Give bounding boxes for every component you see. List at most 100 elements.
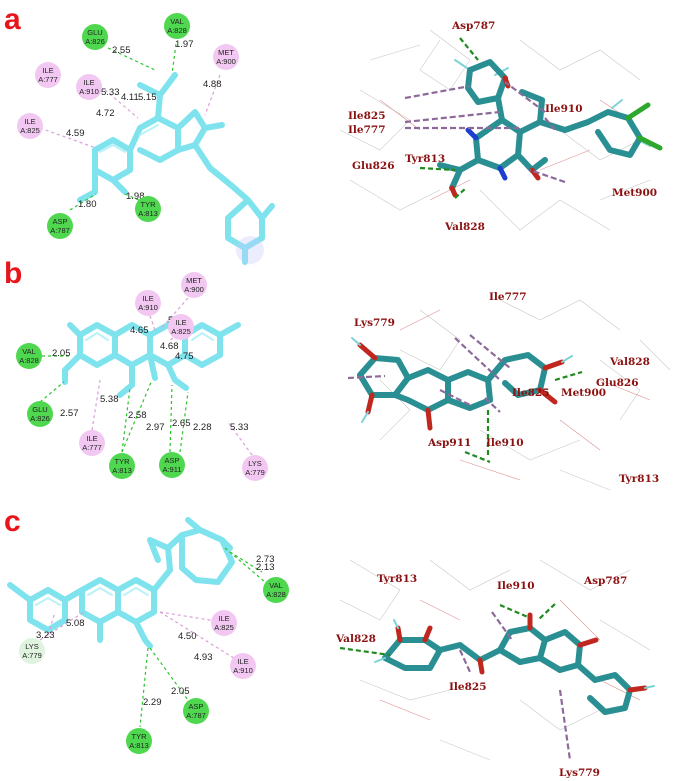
label-3d: Val828: [335, 633, 376, 645]
distance-label: 5.15: [138, 92, 157, 103]
svg-text:A:787: A:787: [50, 226, 70, 235]
distance-label: 3.23: [36, 630, 55, 641]
residue-asp911-b: ASP A:911: [159, 452, 185, 478]
svg-text:LYS: LYS: [248, 459, 262, 468]
residue-lys779-c: LYS A:779: [19, 638, 45, 664]
svg-text:A:777: A:777: [82, 443, 102, 452]
svg-text:ILE: ILE: [218, 614, 229, 623]
svg-text:A:828: A:828: [266, 590, 286, 599]
distance-label: 4.88: [203, 79, 222, 90]
residues-2d-c: VAL A:828 LYS A:779 ILE A:825 ILE A:910 …: [19, 577, 289, 754]
distance-label: 4.11: [121, 92, 139, 103]
distance-label: 2.13: [256, 562, 275, 573]
residue-ile777-a: ILE A:777: [35, 62, 61, 88]
svg-text:MET: MET: [218, 48, 234, 57]
distances-c: 2.73 2.13 3.23 5.08 4.50 4.93 2.05 2.29: [36, 554, 275, 708]
panel-label-c: c: [4, 505, 21, 538]
distance-label: 2.05: [171, 686, 190, 697]
distance-label: 4.59: [66, 128, 85, 139]
label-3d: Asp787: [451, 20, 495, 32]
svg-text:A:911: A:911: [162, 465, 181, 474]
svg-text:ILE: ILE: [83, 78, 94, 87]
panel-label-b: b: [4, 257, 22, 290]
label-3d: Ile825: [348, 110, 386, 122]
distance-label: 2.65: [172, 418, 191, 429]
svg-text:A:900: A:900: [184, 285, 204, 294]
svg-text:A:910: A:910: [138, 303, 158, 312]
label-3d: Ile910: [497, 580, 535, 592]
interactions-2d-a: [39, 43, 221, 211]
svg-text:A:779: A:779: [245, 468, 265, 477]
label-3d: Glu826: [352, 160, 395, 172]
svg-text:A:910: A:910: [79, 87, 99, 96]
distance-label: 4.65: [130, 325, 149, 336]
svg-text:A:825: A:825: [171, 327, 191, 336]
svg-text:A:813: A:813: [112, 466, 132, 475]
svg-text:GLU: GLU: [87, 28, 102, 37]
distance-label: 2.28: [193, 422, 212, 433]
panel-c: c 2.73 2.13 3.23 5.08 4.50 4.93: [4, 505, 655, 779]
label-3d: Val828: [444, 221, 485, 233]
label-3d: Ile825: [449, 681, 487, 693]
residue-ile910-b: ILE A:910: [135, 290, 161, 316]
svg-text:A:900: A:900: [216, 57, 236, 66]
distance-label: 4.68: [160, 341, 179, 352]
interactions-2d-c: [39, 547, 266, 728]
label-3d: Ile777: [348, 124, 386, 136]
label-3d: Asp787: [583, 575, 627, 587]
svg-text:ILE: ILE: [237, 657, 248, 666]
panel-label-a: a: [4, 3, 21, 36]
svg-text:A:813: A:813: [138, 209, 158, 218]
distance-label: 2.73: [256, 554, 275, 565]
residue-tyr813-a: TYR A:813: [135, 196, 161, 222]
svg-text:A:813: A:813: [129, 741, 149, 750]
svg-text:A:826: A:826: [85, 37, 105, 46]
svg-text:ASP: ASP: [188, 702, 203, 711]
distance-label: 2.05: [52, 348, 71, 359]
svg-text:ILE: ILE: [86, 434, 97, 443]
residue-ile825-c: ILE A:825: [211, 610, 237, 636]
view-3d-a: Asp787 Ile825 Ile777 Ile910 Glu826 Tyr81…: [339, 20, 663, 233]
distance-label: 5.33: [230, 422, 249, 433]
label-3d: Tyr813: [405, 153, 445, 165]
distance-label: 2.55: [112, 45, 131, 56]
residue-asp787-c: ASP A:787: [183, 698, 209, 724]
svg-text:A:828: A:828: [167, 26, 187, 35]
svg-text:A:826: A:826: [30, 414, 50, 423]
svg-text:TYR: TYR: [115, 457, 131, 466]
svg-text:A:828: A:828: [19, 356, 39, 365]
label-3d: Val828: [609, 356, 650, 368]
svg-text:ILE: ILE: [142, 294, 153, 303]
residue-glu826-b: GLU A:826: [27, 401, 53, 427]
distance-label: 4.93: [194, 652, 213, 663]
label-3d: Tyr813: [377, 573, 417, 585]
svg-text:TYR: TYR: [132, 732, 148, 741]
residue-ile910-a: ILE A:910: [76, 74, 102, 100]
svg-text:A:777: A:777: [38, 75, 58, 84]
label-3d: Ile825: [512, 387, 550, 399]
svg-text:VAL: VAL: [269, 581, 283, 590]
residue-val828-a: VAL A:828: [164, 13, 190, 39]
label-3d: Ile910: [486, 437, 524, 449]
residue-ile910-c: ILE A:910: [230, 653, 256, 679]
svg-text:A:825: A:825: [214, 623, 234, 632]
label-3d: Met900: [612, 187, 657, 199]
label-3d: Lys779: [559, 767, 600, 779]
label-3d: Tyr813: [619, 473, 659, 485]
residues-2d-b: MET A:900 ILE A:910 ILE A:825 VAL A:828 …: [16, 272, 268, 481]
residue-ile777-b: ILE A:777: [79, 430, 105, 456]
residue-val828-c: VAL A:828: [263, 577, 289, 603]
panel-b: b 4.65 5.20 4.68 4.75: [4, 257, 671, 491]
svg-text:GLU: GLU: [32, 405, 47, 414]
panel-a: a 2.55 1.97 4.88 5.33: [4, 3, 663, 265]
residue-met900-b: MET A:900: [181, 272, 207, 298]
distance-label: 5.08: [66, 618, 85, 629]
distance-label: 5.33: [101, 87, 120, 98]
residue-tyr813-c: TYR A:813: [126, 728, 152, 754]
svg-text:LYS: LYS: [25, 642, 39, 651]
distance-label: 4.72: [96, 108, 115, 119]
distance-label: 2.57: [60, 408, 79, 419]
ligand-2d-b: [62, 322, 241, 398]
label-3d: Glu826: [596, 377, 639, 389]
residues-2d-a: GLU A:826 VAL A:828 MET A:900 ILE A:777 …: [17, 13, 239, 239]
